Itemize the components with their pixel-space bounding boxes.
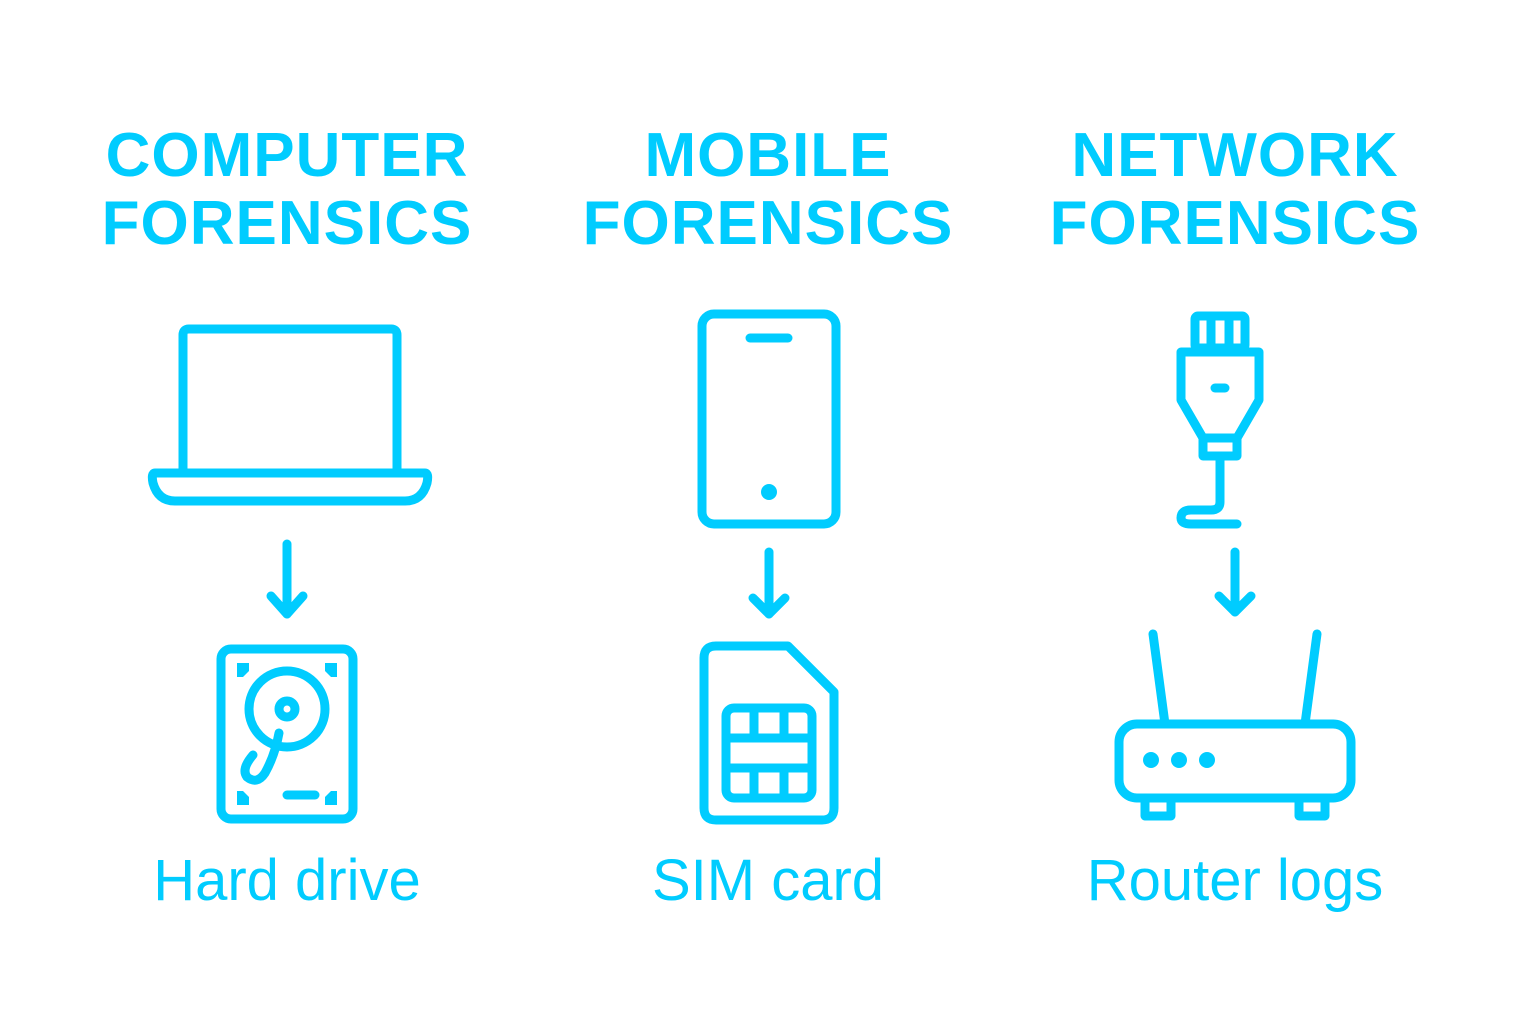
column-title: MOBILE FORENSICS bbox=[528, 122, 1008, 258]
title-line-2: FORENSICS bbox=[1049, 189, 1421, 258]
column-mobile-forensics: MOBILE FORENSICS SIM card bbox=[528, 0, 1008, 1024]
evidence-label: SIM card bbox=[651, 848, 885, 913]
title-line-1: COMPUTER bbox=[105, 121, 469, 190]
title-line-1: NETWORK bbox=[1071, 121, 1399, 190]
ethernet-cable-icon bbox=[1176, 311, 1264, 529]
arrow-down-icon bbox=[748, 547, 790, 619]
evidence-label: Hard drive bbox=[153, 848, 421, 913]
title-line-2: FORENSICS bbox=[582, 189, 954, 258]
column-title: COMPUTER FORENSICS bbox=[47, 122, 527, 258]
sim-card-icon bbox=[699, 641, 839, 825]
arrow-down-icon bbox=[1214, 547, 1256, 617]
arrow-down-icon bbox=[266, 539, 308, 619]
router-icon bbox=[1114, 629, 1356, 821]
column-title: NETWORK FORENSICS bbox=[995, 122, 1475, 258]
hard-drive-icon bbox=[216, 644, 358, 824]
smartphone-icon bbox=[697, 309, 841, 529]
evidence-label: Router logs bbox=[1086, 848, 1384, 913]
title-line-1: MOBILE bbox=[644, 121, 892, 190]
column-computer-forensics: COMPUTER FORENSICS Hard drive bbox=[47, 0, 527, 1024]
title-line-2: FORENSICS bbox=[101, 189, 473, 258]
laptop-icon bbox=[147, 324, 433, 506]
column-network-forensics: NETWORK FORENSICS Router logs bbox=[995, 0, 1475, 1024]
